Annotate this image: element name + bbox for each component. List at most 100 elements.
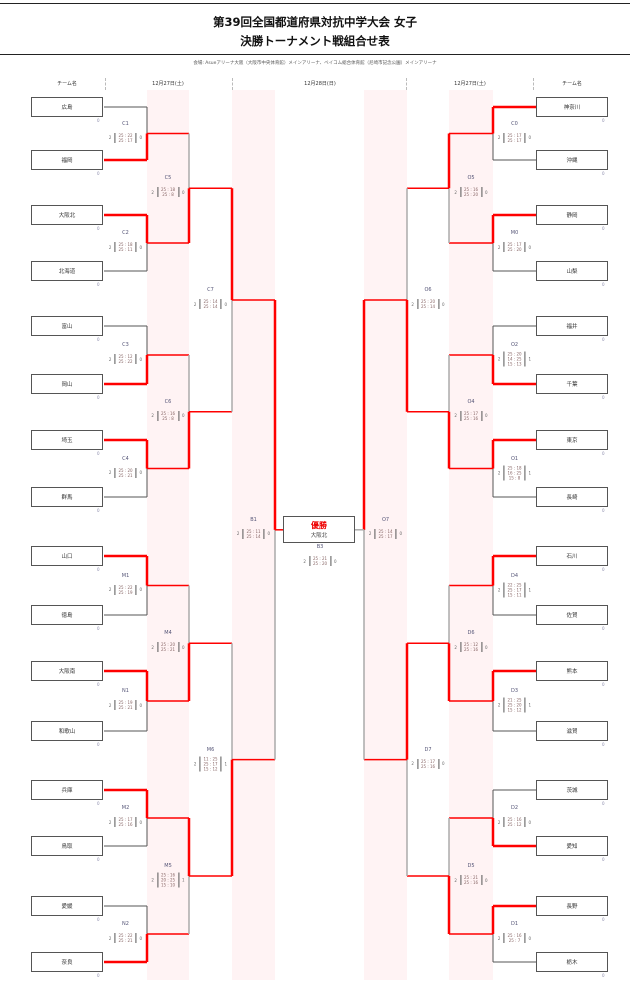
set-score: 25 : 12 [507,822,522,827]
match-label: B3 [316,544,324,550]
sets-won-b: 0 [139,819,143,825]
score-divider [503,351,505,367]
team-left[interactable]: 徳島 [31,605,103,625]
team-right[interactable]: 長野 [536,896,608,916]
score-divider [524,933,526,943]
team-points: 0 [602,973,605,978]
sets-won-b: 0 [485,877,488,883]
sets-won-a: 2 [108,356,112,362]
team-right[interactable]: 静岡 [536,205,608,225]
match-label: N1 [122,688,129,694]
sets-won-a: 2 [454,644,457,650]
score-divider [114,584,116,595]
team-right[interactable]: 茨城 [536,780,608,800]
team-right[interactable]: 石川 [536,546,608,566]
team-left[interactable]: 北海道 [31,261,103,281]
team-right[interactable]: 山梨 [536,261,608,281]
set-score: 25 : 17 [507,132,522,138]
sets-won-b: 0 [182,644,185,650]
set-score: 25 : 17 [463,410,479,416]
score-divider [503,933,505,943]
score-divider [503,465,505,480]
page-title-line2: 決勝トーナメント戦組合せ表 [240,34,390,48]
col-team-left: チーム名 [57,81,77,87]
team-right[interactable]: 長崎 [536,487,608,507]
set-score: 25 : 22 [118,132,133,138]
team-right[interactable]: 滋賀 [536,721,608,741]
champion-title: 優勝 [311,520,327,530]
match-label: D2 [510,805,519,811]
divider [232,78,233,90]
team-left[interactable]: 大阪北 [31,205,103,225]
team-right[interactable]: 愛知 [536,836,608,856]
score-divider [416,758,418,769]
team-left[interactable]: 愛媛 [31,896,103,916]
match-label: M5 [164,863,172,869]
team-points: 0 [602,282,605,287]
set-score: 25 : 11 [246,528,261,534]
set-score: 25 : 16 [118,822,133,827]
set-score: 25 : 17 [118,137,133,143]
sets-won-b: 1 [528,702,532,708]
col-date-left: 12月27日(土) [152,81,184,87]
set-score: 16 : 25 [507,470,522,475]
round-column-bg [232,90,275,980]
sets-won-b: 0 [139,702,143,708]
set-score: 25 : 14 [203,299,218,304]
set-score: 25 : 20 [507,702,522,708]
team-left[interactable]: 兵庫 [31,780,103,800]
team-left[interactable]: 埼玉 [31,430,103,450]
team-left[interactable]: 大阪南 [31,661,103,681]
team-right[interactable]: 神奈川 [536,97,608,117]
round-column-bg [147,90,189,980]
team-left[interactable]: 奈良 [31,952,103,972]
team-left[interactable]: 山口 [31,546,103,566]
team-left[interactable]: 群馬 [31,487,103,507]
team-left[interactable]: 広島 [31,97,103,117]
team-left[interactable]: 和歌山 [31,721,103,741]
set-score: 15 : 12 [203,766,218,772]
set-score: 25 : 12 [118,354,133,359]
team-right[interactable]: 福井 [536,316,608,336]
team-right[interactable]: 沖縄 [536,150,608,170]
team-left[interactable]: 富山 [31,316,103,336]
title-rule [0,54,630,55]
team-left[interactable]: 福岡 [31,150,103,170]
sets-won-a: 2 [193,761,197,767]
set-score: 14 : 25 [507,356,522,362]
team-right[interactable]: 千葉 [536,374,608,394]
score-divider [481,875,483,885]
team-right[interactable]: 栃木 [536,952,608,972]
set-score: 25 : 16 [507,817,522,822]
match-label: M6 [206,746,215,753]
team-points: 0 [602,857,605,862]
match-label: D4 [510,572,519,579]
team-points: 0 [97,282,100,287]
team-points: 0 [602,226,605,231]
team-left[interactable]: 岡山 [31,374,103,394]
team-right[interactable]: 東京 [536,430,608,450]
set-score: 25 : 18 [160,187,176,193]
sets-won-b: 0 [224,301,228,307]
score-divider [524,242,526,252]
sets-won-a: 2 [368,531,372,537]
team-left[interactable]: 鳥取 [31,836,103,856]
team-right[interactable]: 佐賀 [536,605,608,625]
score-divider [135,933,137,943]
sets-won-a: 2 [497,819,501,825]
divider [533,78,534,90]
set-score: 25 : 12 [463,642,479,648]
team-right[interactable]: 熊本 [536,661,608,681]
score-divider [114,242,116,252]
